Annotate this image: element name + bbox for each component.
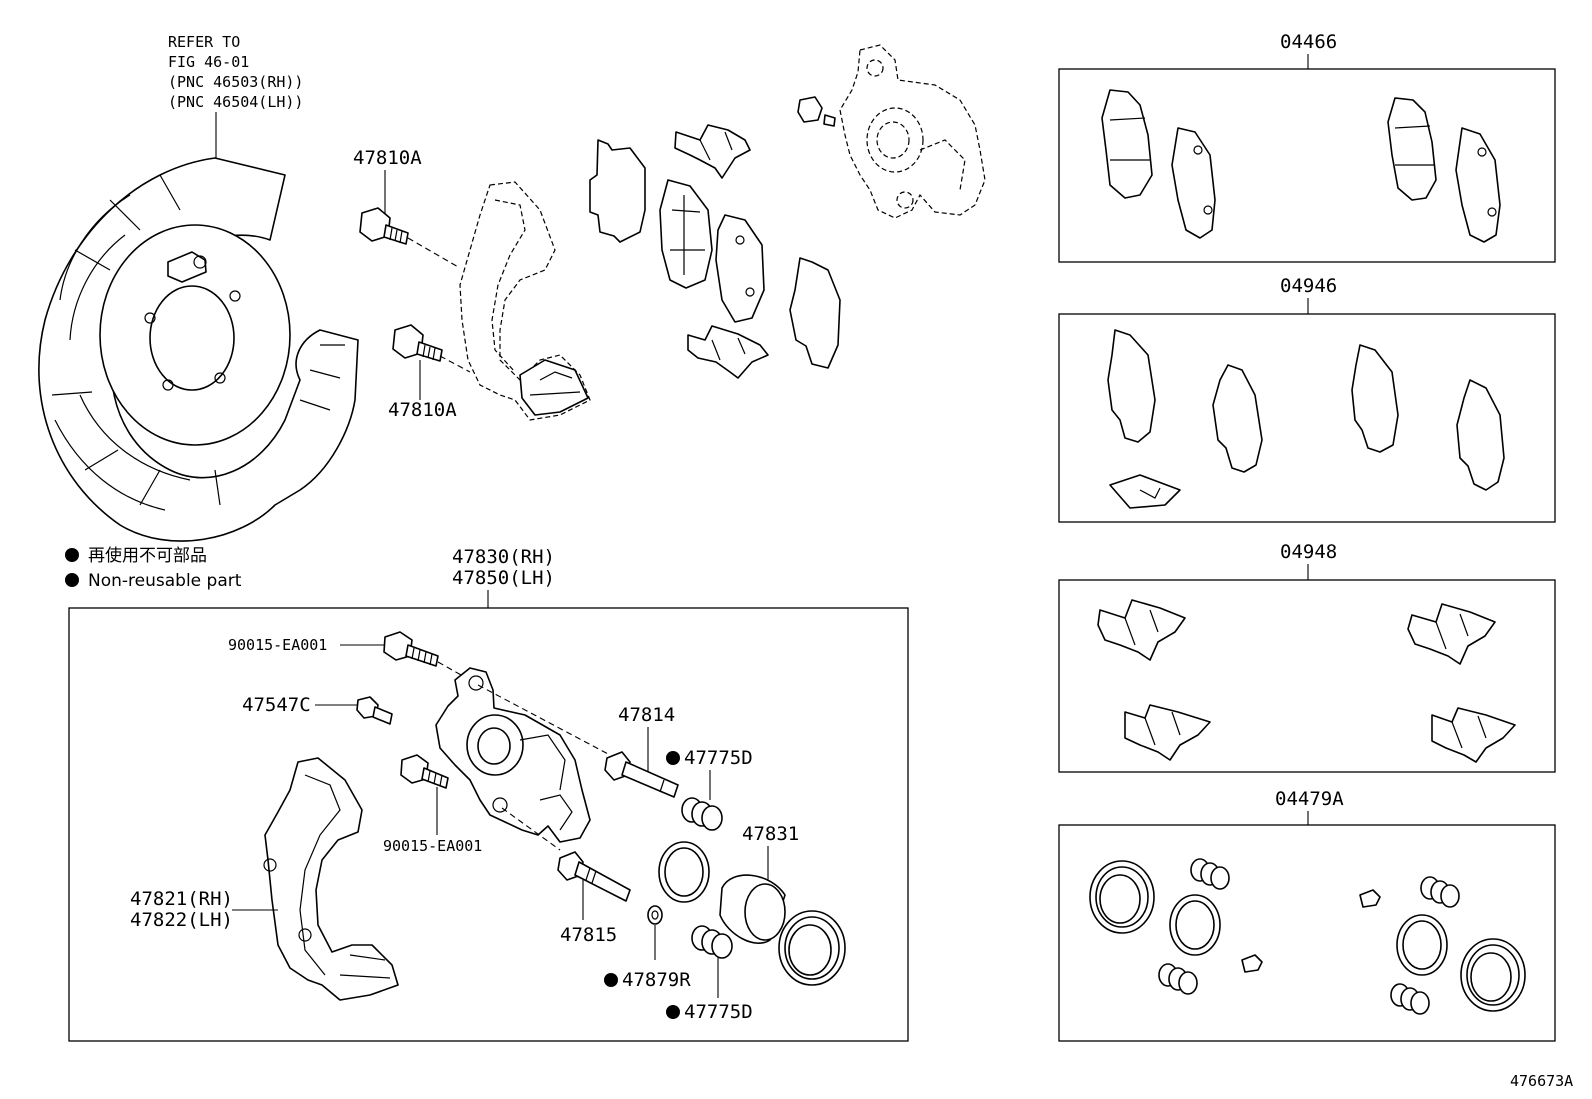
refer-note-line-3: (PNC 46503(RH)): [168, 73, 303, 91]
label-04479a: 04479A: [1275, 788, 1344, 810]
boot-47775d-lower: [691, 925, 733, 959]
figure-code: 476673A: [1510, 1072, 1573, 1090]
top-caliper-ghost: [797, 44, 986, 219]
bolt-47810a-lower: [392, 324, 443, 362]
pad-pair-left: [1101, 89, 1216, 239]
ring-47879r: [647, 905, 663, 925]
bleeder-47547c: [356, 696, 393, 725]
kit-04466-section: 04466: [1058, 31, 1556, 263]
kit-04479a-frame: [1058, 824, 1556, 1042]
caliper-body: [435, 667, 591, 843]
non-reusable-bullet-icon: [65, 548, 79, 562]
non-reusable-bullet-icon: [65, 573, 79, 587]
label-47547c: 47547C: [242, 694, 311, 716]
legend-jp: 再使用不可部品: [88, 545, 207, 566]
label-47821-rh: 47821(RH): [130, 888, 233, 910]
label-04948: 04948: [1280, 541, 1337, 563]
non-reusable-bullet-icon: [666, 751, 680, 765]
kit-04946-section: 04946: [1058, 275, 1556, 523]
refer-note-line-1: REFER TO: [168, 33, 240, 51]
shim-set: [1107, 329, 1505, 509]
pin-47814: [604, 751, 679, 798]
mounting-bracket: [263, 757, 399, 1001]
label-04946: 04946: [1280, 275, 1337, 297]
bolt-90015-top: [383, 631, 439, 667]
legend-en: Non-reusable part: [88, 571, 242, 591]
kit-04466-frame: [1058, 68, 1556, 263]
label-47822-lh: 47822(LH): [130, 909, 233, 931]
label-47850-lh: 47850(LH): [452, 567, 555, 589]
piston-boot: [778, 910, 846, 986]
seal-ring-upper: [658, 841, 710, 903]
label-47775d-upper: 47775D: [684, 747, 753, 769]
kit-04479a-section: 04479A: [1058, 788, 1556, 1042]
bolt-90015-bottom: [400, 754, 449, 789]
label-47831: 47831: [742, 823, 799, 845]
label-90015-ea001-bottom: 90015-EA001: [383, 837, 482, 855]
label-47879r: 47879R: [622, 969, 691, 991]
boot-47775d-upper: [681, 797, 723, 831]
seal-kit-set: [1089, 858, 1526, 1015]
refer-note-line-4: (PNC 46504(LH)): [168, 93, 303, 111]
label-47830-rh: 47830(RH): [452, 546, 555, 568]
pin-47815: [557, 851, 631, 902]
kit-04946-frame: [1058, 313, 1556, 523]
label-47810a-lower: 47810A: [388, 399, 457, 421]
caliper-assembly-frame: [68, 607, 909, 1042]
bracket-bolts-group: 47810A 47810A: [353, 147, 591, 421]
pad-pair-right: [1387, 97, 1501, 243]
label-90015-ea001-top: 90015-EA001: [228, 636, 327, 654]
refer-note-line-2: FIG 46-01: [168, 53, 249, 71]
label-04466: 04466: [1280, 31, 1337, 53]
non-reusable-bullet-icon: [604, 973, 618, 987]
non-reusable-bullet-icon: [666, 1005, 680, 1019]
kit-04948-frame: [1058, 579, 1556, 773]
refer-note: REFER TO FIG 46-01 (PNC 46503(RH)) (PNC …: [168, 33, 303, 162]
clip-set: [1097, 599, 1516, 763]
piston-47831: [719, 874, 786, 944]
label-47810a-upper: 47810A: [353, 147, 422, 169]
label-47775d-lower: 47775D: [684, 1001, 753, 1023]
dust-shield-illustration: [38, 157, 359, 542]
kit-04948-section: 04948: [1058, 541, 1556, 773]
label-47815: 47815: [560, 924, 617, 946]
top-pads-group: [589, 124, 841, 379]
caliper-assembly-section: 47830(RH) 47850(LH) 90015-EA001 47547C: [68, 546, 909, 1042]
bolt-47810a-upper: [359, 207, 409, 245]
legend: 再使用不可部品 Non-reusable part: [65, 545, 242, 591]
label-47814: 47814: [618, 704, 675, 726]
